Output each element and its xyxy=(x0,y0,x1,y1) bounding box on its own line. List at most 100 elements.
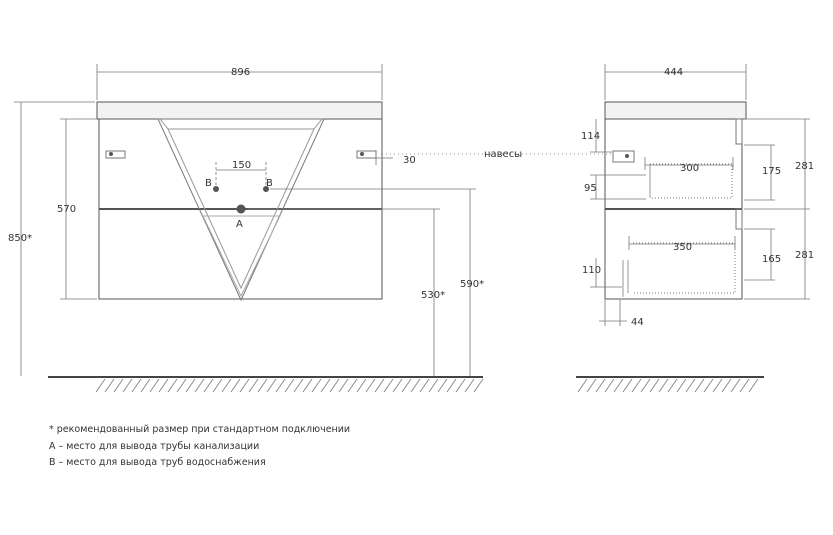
floor-hatch-stroke xyxy=(631,378,642,393)
floor-hatch-stroke xyxy=(676,378,687,393)
bottom-drawer-box xyxy=(633,242,736,294)
floor-hatch-stroke xyxy=(149,378,160,393)
note-supply: В – место для вывода труб водоснабжения xyxy=(49,457,266,468)
supply-point-right xyxy=(263,186,269,192)
note-drain: А – место для вывода трубы канализации xyxy=(49,441,260,452)
floor-hatch-stroke xyxy=(455,378,466,393)
bottom-front-panel xyxy=(735,208,743,230)
side-hanger xyxy=(612,150,635,163)
floor-hatch-stroke xyxy=(694,378,705,393)
side-dimensions xyxy=(590,64,810,326)
floor-hatch-stroke xyxy=(293,378,304,393)
drain-label: A xyxy=(236,219,243,230)
floor-hatch-stroke xyxy=(248,378,259,393)
front-dimensions xyxy=(14,64,612,376)
side-countertop xyxy=(604,101,747,120)
floor-hatch-stroke xyxy=(104,378,115,393)
floor-hatch-stroke xyxy=(640,378,651,393)
floor-hatch-stroke xyxy=(230,378,241,393)
floor-hatch-stroke xyxy=(464,378,475,393)
floor-hatch-stroke xyxy=(604,378,615,393)
floor-hatch-stroke xyxy=(266,378,277,393)
floor-hatch-stroke xyxy=(685,378,696,393)
floor-hatch-stroke xyxy=(311,378,322,393)
side-floor-hatch xyxy=(577,378,759,393)
pipe-markers: B B A xyxy=(205,178,273,230)
drain-point xyxy=(236,204,246,214)
floor-hatch-stroke xyxy=(473,378,484,393)
floor-hatch-stroke xyxy=(257,378,268,393)
floor-hatch-stroke xyxy=(419,378,430,393)
dim-drawer-gap: 95 xyxy=(584,183,597,194)
floor-hatch-stroke xyxy=(748,378,759,393)
supply-label-right: B xyxy=(266,178,273,189)
dim-bottom-module: 281 xyxy=(795,250,814,261)
floor-hatch-stroke xyxy=(401,378,412,393)
supply-point-left xyxy=(213,186,219,192)
dim-bottom-offset: 110 xyxy=(582,265,601,276)
front-view xyxy=(96,101,383,302)
dim-pipe-spacing: 150 xyxy=(232,160,251,171)
dim-bracket-offset: 30 xyxy=(403,155,416,166)
top-drawer-box xyxy=(650,163,733,199)
supply-label-left: B xyxy=(205,178,212,189)
floor-hatch-stroke xyxy=(446,378,457,393)
floor-hatch-stroke xyxy=(649,378,660,393)
floor-hatch-stroke xyxy=(122,378,133,393)
floor-hatch-stroke xyxy=(428,378,439,393)
floor-hatch-stroke xyxy=(194,378,205,393)
front-basin-outline xyxy=(157,118,325,302)
floor-hatch-stroke xyxy=(437,378,448,393)
floor-hatch-stroke xyxy=(365,378,376,393)
front-floor-hatch xyxy=(95,378,484,393)
floor-hatch-stroke xyxy=(703,378,714,393)
floor-hatch-stroke xyxy=(586,378,597,393)
dim-bottom-drawer-depth: 350 xyxy=(673,242,692,253)
dim-depth: 444 xyxy=(664,67,683,78)
floor-hatch-stroke xyxy=(730,378,741,393)
floor-hatch-stroke xyxy=(320,378,331,393)
dim-total-height: 850* xyxy=(8,233,32,244)
floor-hatch-stroke xyxy=(131,378,142,393)
dim-width: 896 xyxy=(231,67,250,78)
floor-hatch-stroke xyxy=(577,378,588,393)
right-bracket xyxy=(356,150,377,159)
front-countertop xyxy=(96,101,383,120)
floor-hatch-stroke xyxy=(374,378,385,393)
floor-hatch-stroke xyxy=(302,378,313,393)
floor-hatch-stroke xyxy=(667,378,678,393)
floor-hatch-stroke xyxy=(113,378,124,393)
floor-hatch-stroke xyxy=(284,378,295,393)
floor-hatch-stroke xyxy=(658,378,669,393)
dim-top-drawer-depth: 300 xyxy=(680,163,699,174)
left-bracket xyxy=(105,150,126,159)
floor-hatch-stroke xyxy=(410,378,421,393)
dim-bottom-drawer-height: 165 xyxy=(762,254,781,265)
front-dimension-labels: 896 850* 570 530* 590* 150 30 xyxy=(8,67,484,301)
dim-top-module: 281 xyxy=(795,161,814,172)
dim-top-offset: 114 xyxy=(581,131,600,142)
floor-hatch-stroke xyxy=(221,378,232,393)
floor-hatch-stroke xyxy=(595,378,606,393)
front-basin-inner xyxy=(167,128,315,290)
floor-hatch-stroke xyxy=(356,378,367,393)
floor-hatch-stroke xyxy=(622,378,633,393)
floor-hatch-stroke xyxy=(613,378,624,393)
floor-lines xyxy=(48,376,764,393)
floor-hatch-stroke xyxy=(176,378,187,393)
floor-hatch-stroke xyxy=(239,378,250,393)
dim-body-height: 570 xyxy=(57,204,76,215)
floor-hatch-stroke xyxy=(140,378,151,393)
side-view xyxy=(604,101,747,300)
floor-hatch-stroke xyxy=(158,378,169,393)
top-front-panel xyxy=(735,118,743,145)
floor-hatch-stroke xyxy=(167,378,178,393)
floor-hatch-stroke xyxy=(392,378,403,393)
floor-hatch-stroke xyxy=(347,378,358,393)
dim-drain-height: 530* xyxy=(421,290,445,301)
floor-hatch-stroke xyxy=(203,378,214,393)
dim-top-drawer-height: 175 xyxy=(762,166,781,177)
floor-hatch-stroke xyxy=(712,378,723,393)
floor-hatch-stroke xyxy=(185,378,196,393)
